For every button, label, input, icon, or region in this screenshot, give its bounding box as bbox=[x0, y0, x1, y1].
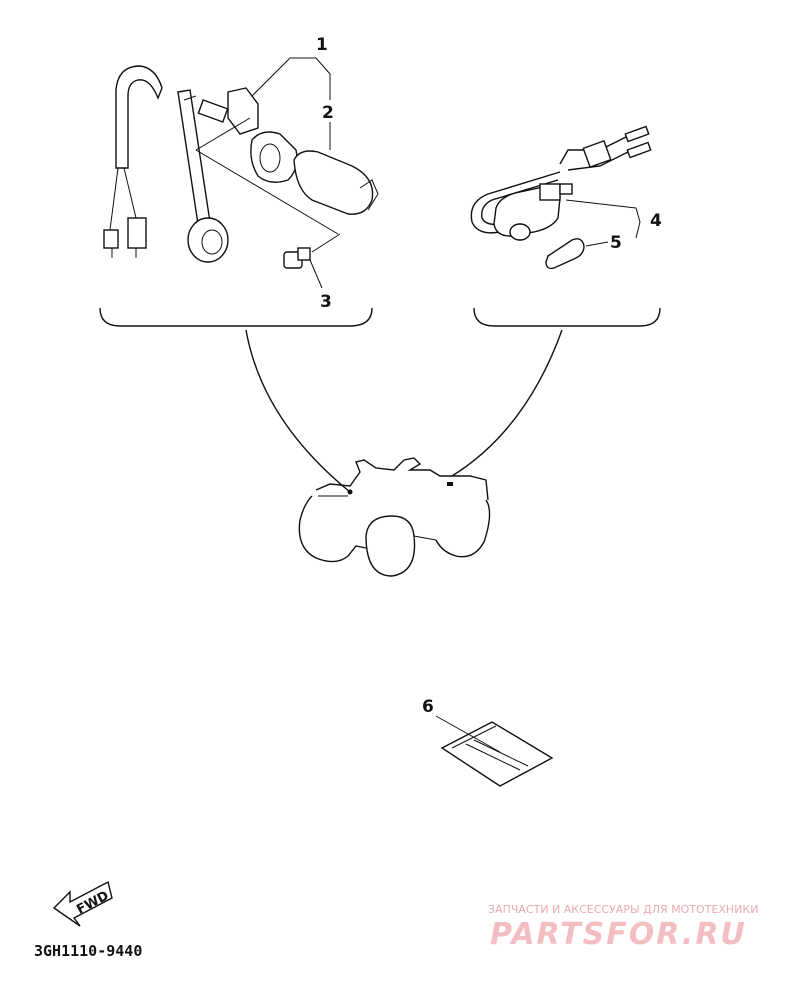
bolt bbox=[195, 117, 341, 269]
atv-silhouette bbox=[298, 457, 491, 577]
callout-5: 5 bbox=[610, 233, 622, 253]
hose-with-wires bbox=[103, 65, 163, 258]
left-pointer-line bbox=[245, 329, 351, 493]
leader-4 bbox=[565, 199, 641, 239]
fuel-pump-harness bbox=[470, 125, 652, 241]
fuse bbox=[545, 238, 585, 270]
fwd-arrow-icon: FWD bbox=[52, 880, 113, 927]
switch-assembly bbox=[197, 87, 379, 215]
leader-1 bbox=[251, 57, 331, 100]
watermark-logo: PARTSFOR.RU bbox=[490, 917, 747, 952]
callout-3: 3 bbox=[320, 292, 332, 312]
drawing-code: 3GH1110-9440 bbox=[34, 942, 142, 960]
left-group-bracket bbox=[99, 307, 373, 327]
leader-5 bbox=[585, 241, 609, 247]
callout-2: 2 bbox=[322, 103, 334, 123]
right-group-bracket bbox=[473, 307, 661, 327]
watermark: ЗАПЧАСТИ И АКСЕССУАРЫ ДЛЯ МОТОТЕХНИКИ PA… bbox=[488, 903, 758, 952]
bracket-strip bbox=[177, 89, 229, 263]
owners-manual: 6 bbox=[422, 697, 554, 787]
right-pointer-line bbox=[451, 329, 563, 477]
left-assembly: 1 2 3 bbox=[99, 35, 379, 327]
callout-4: 4 bbox=[650, 211, 662, 231]
watermark-subtitle: ЗАПЧАСТИ И АКСЕССУАРЫ ДЛЯ МОТОТЕХНИКИ bbox=[488, 903, 758, 916]
callout-6: 6 bbox=[422, 697, 434, 717]
right-assembly: 4 5 bbox=[470, 125, 662, 327]
leader-3 bbox=[309, 259, 323, 289]
callout-1: 1 bbox=[316, 35, 328, 55]
